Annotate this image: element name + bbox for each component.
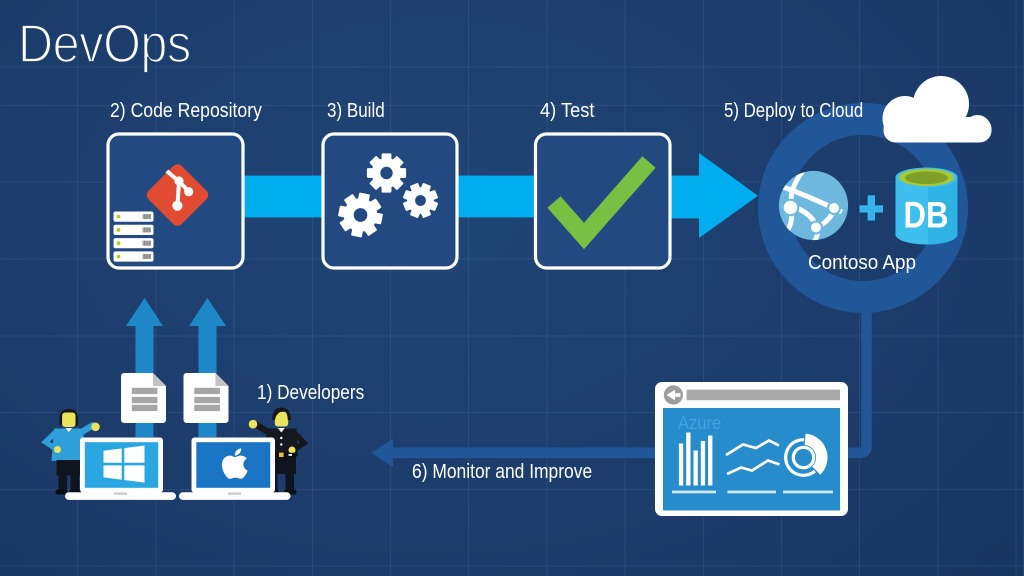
svg-text:DB: DB bbox=[904, 195, 949, 236]
